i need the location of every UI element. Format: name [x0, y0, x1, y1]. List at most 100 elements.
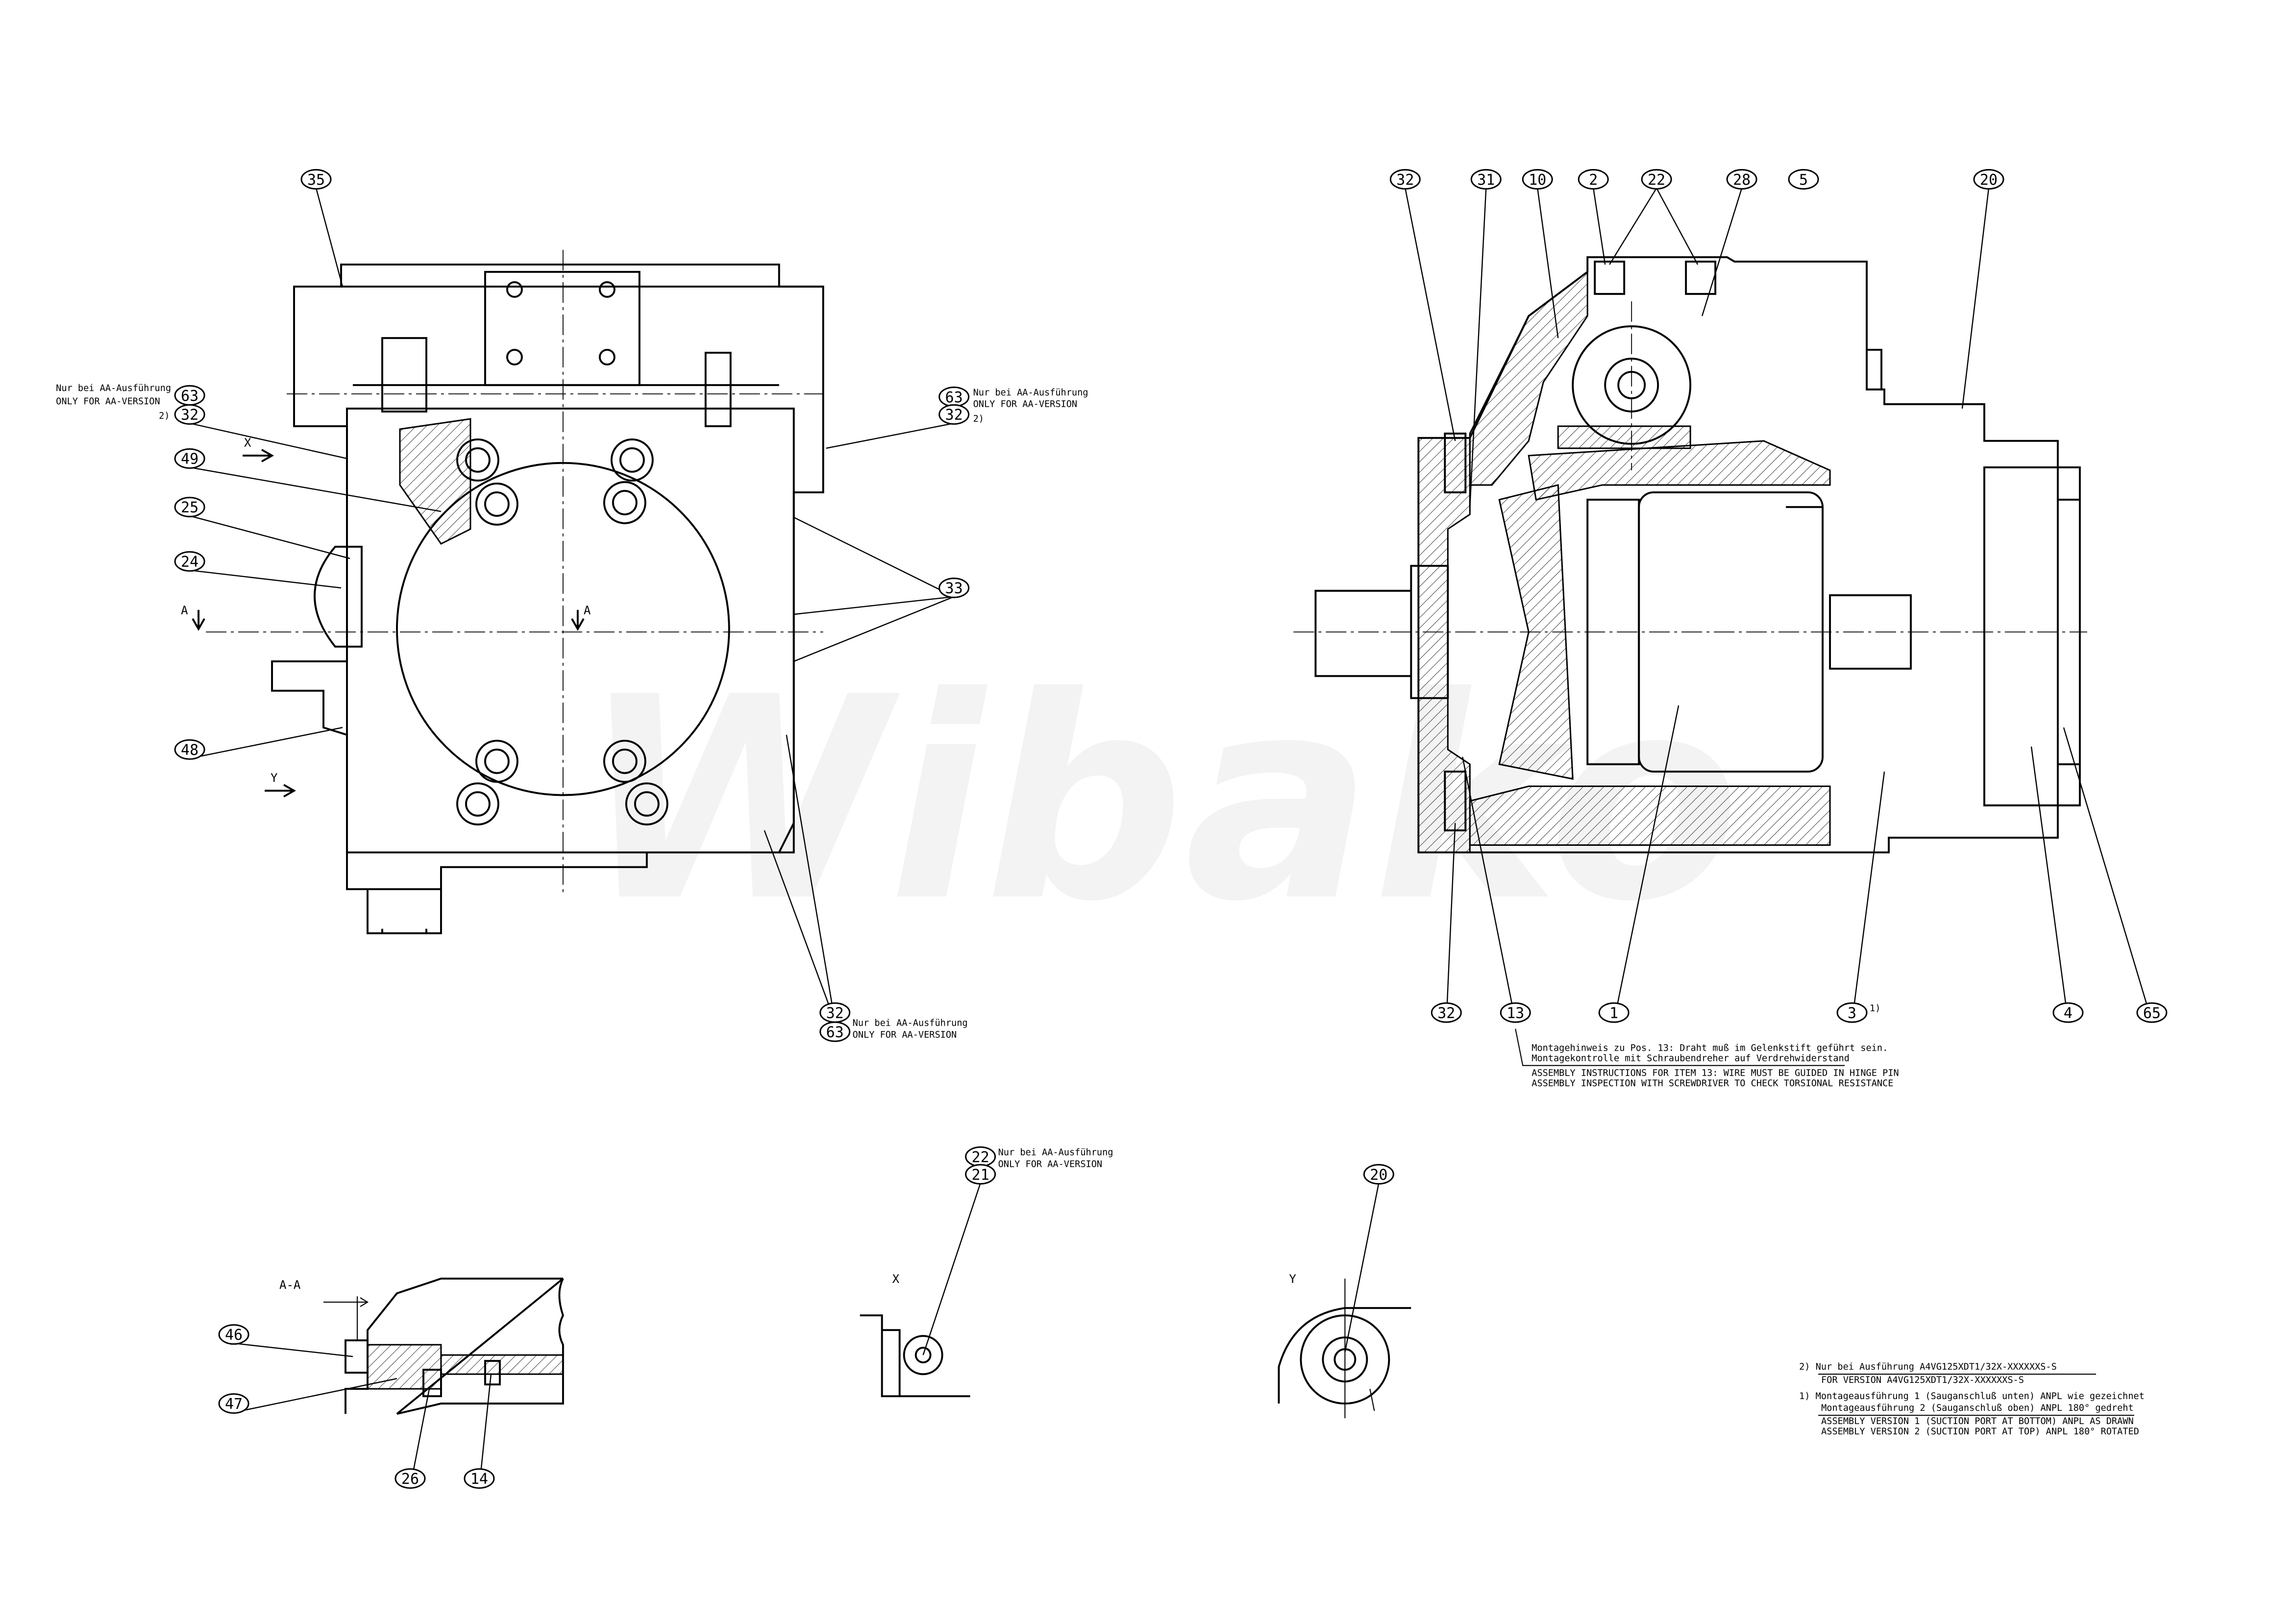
item-balloon — [1973, 169, 2004, 190]
svg-text:Nur bei AA-Ausführung: Nur bei AA-Ausführung — [853, 1018, 968, 1028]
leader-line — [826, 422, 954, 449]
leader-line — [1656, 188, 1699, 265]
leader-line — [233, 1378, 397, 1413]
item-balloon — [2136, 1002, 2168, 1023]
svg-text:Montagehinweis zu Pos. 13: Dra: Montagehinweis zu Pos. 13: Draht muß im … — [1531, 1043, 1888, 1053]
item-balloon — [1578, 169, 1609, 190]
leader-line — [189, 727, 343, 759]
footnotes: 2) Nur bei Ausführung A4VG125XDT1/32X-XX… — [1799, 1362, 2145, 1437]
svg-text:Nur bei AA-Ausführung: Nur bei AA-Ausführung — [973, 388, 1088, 398]
leader-line — [233, 1342, 353, 1357]
leader-line — [764, 830, 836, 1022]
leader-line — [1851, 771, 1885, 1022]
leader-line — [1961, 188, 1990, 409]
leader-line — [1537, 188, 1559, 338]
item-balloon — [938, 404, 970, 425]
item-balloon-label: 49 — [181, 451, 198, 468]
note-aa-left: Nur bei AA-Ausführung ONLY FOR AA-VERSIO… — [56, 383, 171, 421]
leader-line — [189, 422, 347, 459]
leader-line — [189, 569, 342, 589]
footnote-1-de-2: Montageausführung 2 (Sauganschluß oben) … — [1821, 1403, 2134, 1413]
item-balloon — [2052, 1002, 2084, 1023]
item-balloon-label: 2 — [1589, 172, 1598, 189]
item-balloon — [464, 1468, 495, 1489]
note-aa-detail-x: Nur bei AA-Ausführung ONLY FOR AA-VERSIO… — [998, 1147, 1113, 1169]
item-balloon-label: 1 — [1609, 1005, 1618, 1022]
footnote-1-en-1: ASSEMBLY VERSION 1 (SUCTION PORT AT BOTT… — [1821, 1416, 2134, 1427]
footnote-2-en: FOR VERSION A4VG125XDT1/32X-XXXXXXS-S — [1821, 1375, 2024, 1385]
item-balloon-label: 32 — [181, 407, 198, 424]
item-balloon — [174, 448, 205, 469]
item-balloon — [1522, 169, 1553, 190]
ref-mark-item-3: 1) — [1870, 1003, 1880, 1013]
svg-text:ASSEMBLY INSTRUCTIONS FOR ITEM: ASSEMBLY INSTRUCTIONS FOR ITEM 13: WIRE … — [1531, 1068, 1899, 1078]
leader-line — [1702, 188, 1743, 317]
item-balloon-label: 65 — [2143, 1005, 2161, 1022]
footnote-1-en-2: ASSEMBLY VERSION 2 (SUCTION PORT AT TOP)… — [1821, 1427, 2139, 1437]
item-balloon-label: 32 — [1396, 172, 1414, 189]
item-balloon — [174, 739, 205, 760]
assembly-note: Montagehinweis zu Pos. 13: Draht muß im … — [1515, 1029, 1899, 1088]
item-balloon — [1641, 169, 1672, 190]
section-mark-a-left: A — [181, 604, 188, 617]
item-balloon-label: 21 — [972, 1166, 989, 1183]
svg-text:Montagekontrolle mit Schrauben: Montagekontrolle mit Schraubendreher auf… — [1531, 1053, 1850, 1063]
detail-section-aa: A-A — [279, 1278, 564, 1415]
svg-text:ONLY FOR AA-VERSION: ONLY FOR AA-VERSION — [853, 1030, 957, 1040]
item-balloon-label: 22 — [972, 1149, 989, 1166]
leader-line — [793, 517, 955, 597]
svg-text:ONLY FOR AA-VERSION: ONLY FOR AA-VERSION — [973, 399, 1078, 410]
item-balloon-label: 4 — [2064, 1005, 2073, 1022]
item-balloon-label: 24 — [181, 554, 198, 571]
leader-line — [1405, 188, 1456, 441]
note-aa-right: Nur bei AA-Ausführung ONLY FOR AA-VERSIO… — [973, 388, 1088, 424]
leader-line — [1446, 823, 1456, 1022]
svg-text:ONLY FOR AA-VERSION: ONLY FOR AA-VERSION — [998, 1159, 1103, 1169]
leader-line — [922, 1182, 981, 1355]
item-balloon — [300, 169, 332, 190]
item-balloon-label: 47 — [225, 1396, 243, 1413]
item-balloon — [218, 1324, 249, 1345]
item-balloon-label: 5 — [1799, 172, 1808, 189]
leader-line — [1609, 188, 1657, 265]
leader-line — [1469, 188, 1487, 507]
item-balloon-label: 35 — [307, 172, 325, 189]
item-balloon-label: 22 — [1648, 172, 1665, 189]
item-balloon — [1500, 1002, 1531, 1023]
svg-text:ASSEMBLY INSPECTION WITH SCREW: ASSEMBLY INSPECTION WITH SCREWDRIVER TO … — [1531, 1078, 1893, 1088]
item-balloon-label: 28 — [1733, 172, 1751, 189]
item-balloon-label: 20 — [1980, 172, 1998, 189]
item-balloon — [174, 404, 205, 425]
item-balloon-label: 32 — [1437, 1005, 1455, 1022]
item-balloon-label: 32 — [945, 407, 963, 424]
leader-line — [315, 188, 344, 287]
svg-text:2): 2) — [159, 411, 170, 421]
detail-view-x: X — [860, 1272, 970, 1398]
item-balloon-label: 25 — [181, 499, 198, 517]
item-balloon-label: 13 — [1506, 1005, 1524, 1022]
item-balloon — [819, 1021, 851, 1042]
footnote-1-de-1: 1) Montageausführung 1 (Sauganschluß unt… — [1799, 1391, 2145, 1402]
section-mark-a-right: A — [584, 604, 591, 617]
svg-text:2): 2) — [973, 414, 984, 424]
item-balloon — [1389, 169, 1421, 190]
item-balloon — [1470, 169, 1502, 190]
item-balloon — [174, 551, 205, 572]
item-balloon-label: 26 — [401, 1471, 419, 1488]
svg-text:Nur bei AA-Ausführung: Nur bei AA-Ausführung — [998, 1147, 1113, 1157]
svg-text:ONLY FOR AA-VERSION: ONLY FOR AA-VERSION — [56, 396, 160, 407]
item-balloon-label: 63 — [826, 1024, 844, 1041]
section-view — [1293, 256, 2087, 854]
svg-text:Nur bei AA-Ausführung: Nur bei AA-Ausführung — [56, 383, 171, 394]
item-balloon-label: 48 — [181, 742, 198, 759]
leader-line — [1593, 188, 1606, 265]
leader-line — [793, 596, 954, 615]
item-balloon — [1363, 1164, 1394, 1185]
item-balloon — [1836, 1002, 1868, 1023]
item-balloon — [395, 1468, 426, 1489]
front-view: X Y A A — [181, 249, 824, 935]
item-balloon-label: 33 — [945, 580, 963, 597]
item-balloon-label: 32 — [826, 1005, 844, 1022]
